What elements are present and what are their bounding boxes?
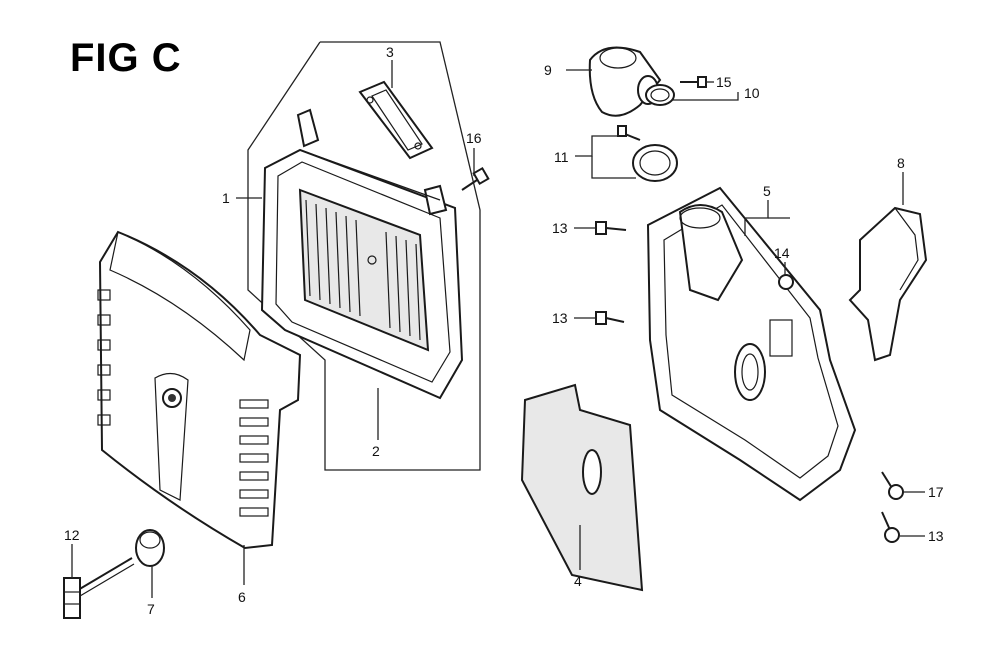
clamp-10 [645,84,675,106]
stud-bolt-12 [63,557,135,619]
filter-pad-4 [520,383,644,592]
bolt-13-lower [881,511,900,543]
callout-17: 17 [928,484,944,500]
intake-elbow-9 [588,46,662,117]
callout-9: 9 [544,62,552,78]
bolt-17 [881,471,904,500]
callout-11: 11 [554,149,569,165]
clip-14 [778,274,794,290]
callout-3: 3 [386,44,394,60]
assembly-bracket-1 [247,41,481,471]
guide-8 [848,206,928,362]
bolt-13-upper [595,221,627,235]
air-cleaner-base [646,186,857,502]
leader-lines [71,60,925,598]
bolt-13-middle [595,311,625,325]
callout-8: 8 [897,155,905,171]
air-filter-element [298,188,430,352]
callout-13-lower: 13 [928,528,944,544]
gasket-3 [358,80,434,160]
bolt-16 [461,166,490,191]
screw-15 [680,76,707,88]
callout-1: 1 [222,190,230,206]
callout-14: 14 [774,245,790,261]
figure-title: FIG C [70,36,182,80]
callout-13-middle: 13 [552,310,568,326]
callout-7: 7 [147,601,155,617]
callout-6: 6 [238,589,246,605]
callout-10: 10 [744,85,760,101]
knob-7 [135,529,165,567]
callout-12: 12 [64,527,80,543]
clamp-band-11 [617,125,678,182]
callout-16: 16 [466,130,482,146]
callout-2: 2 [372,443,380,459]
air-cleaner-cover [97,230,302,550]
callout-5: 5 [763,183,771,199]
callout-13-upper: 13 [552,220,568,236]
callout-4: 4 [574,573,582,589]
callout-15: 15 [716,74,732,90]
